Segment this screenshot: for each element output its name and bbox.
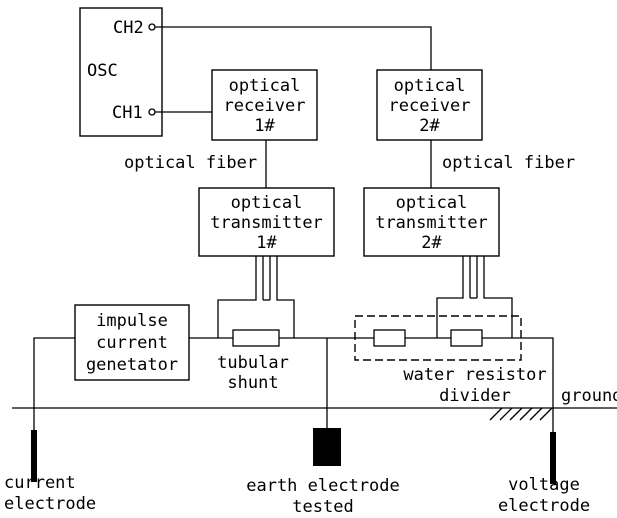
generator-line3: genetator xyxy=(86,355,178,375)
impulse-current-generator: impulse current genetator xyxy=(74,304,190,381)
optical-transmitter-2-line3: 2# xyxy=(421,233,442,253)
ch2-label: CH2 xyxy=(113,18,144,38)
ground-hatch xyxy=(489,407,553,421)
optical-transmitter-2: optical transmitter 2# xyxy=(363,187,500,257)
ch1-label: CH1 xyxy=(112,103,143,123)
optical-receiver-1-line3: 1# xyxy=(254,116,275,136)
shunt-line1: tubular xyxy=(217,353,289,373)
transmitter-2-lead-outer-left xyxy=(436,256,464,338)
earth-electrode xyxy=(313,428,341,466)
current-electrode-wire xyxy=(33,337,75,430)
optical-transmitter-1-line1: optical xyxy=(231,193,303,213)
shunt-line2: shunt xyxy=(227,373,278,393)
optical-transmitter-1: optical transmitter 1# xyxy=(198,187,335,257)
oscilloscope-box xyxy=(79,7,163,137)
divider-line2: divider xyxy=(439,386,511,406)
optical-transmitter-2-line2: transmitter xyxy=(375,213,488,233)
oscilloscope: OSC CH2 CH1 xyxy=(79,7,163,137)
divider-to-voltage-electrode-wire xyxy=(482,337,554,432)
ch2-terminal xyxy=(148,23,156,31)
optical-transmitter-1-box xyxy=(198,187,335,257)
ch2-signal-wire xyxy=(155,26,432,70)
transmitter-1-lead-outer-right xyxy=(276,256,295,338)
generator-line2: current xyxy=(96,333,168,353)
optical-receiver-1-line2: receiver xyxy=(224,96,306,116)
ch1-terminal xyxy=(148,108,156,116)
optical-fiber-2-label: optical fiber xyxy=(442,153,575,173)
optical-transmitter-1-line2: transmitter xyxy=(210,213,323,233)
transmitter-2-lead-outer-right xyxy=(483,256,513,338)
current-electrode-line2: electrode xyxy=(4,494,96,514)
transmitter-1-lead-outer-left xyxy=(217,256,257,338)
earth-electrode-line1: earth electrode xyxy=(246,476,400,496)
optical-fiber-1-label: optical fiber xyxy=(124,153,257,173)
generator-line1: impulse xyxy=(96,311,168,331)
earth-electrode-line2: tested xyxy=(292,497,353,517)
optical-receiver-2-line2: receiver xyxy=(389,96,471,116)
oscilloscope-label: OSC xyxy=(87,61,118,81)
voltage-electrode xyxy=(550,432,556,484)
optical-receiver-2-line1: optical xyxy=(394,76,466,96)
optical-transmitter-2-box xyxy=(363,187,500,257)
ground-label: ground xyxy=(561,386,617,406)
divider-resistor-2 xyxy=(450,329,483,347)
optical-receiver-2: optical receiver 2# xyxy=(376,69,483,141)
optical-receiver-1-line1: optical xyxy=(229,76,301,96)
optical-transmitter-2-line1: optical xyxy=(396,193,468,213)
optical-receiver-2-box xyxy=(376,69,483,141)
optical-receiver-1-box xyxy=(211,69,318,141)
optical-transmitter-1-line3: 1# xyxy=(256,233,277,253)
voltage-electrode-line1: voltage xyxy=(508,475,580,495)
water-resistor-divider-boundary xyxy=(354,315,522,361)
divider-resistor-1 xyxy=(373,329,406,347)
voltage-electrode-line2: electrode xyxy=(498,496,590,516)
current-electrode xyxy=(31,430,37,482)
optical-receiver-2-line3: 2# xyxy=(419,116,440,136)
tubular-shunt-resistor xyxy=(232,329,280,347)
divider-line1: water resistor xyxy=(403,365,546,385)
optical-receiver-1: optical receiver 1# xyxy=(211,69,318,141)
impulse-current-generator-box xyxy=(74,304,190,381)
current-electrode-line1: current xyxy=(4,473,76,493)
